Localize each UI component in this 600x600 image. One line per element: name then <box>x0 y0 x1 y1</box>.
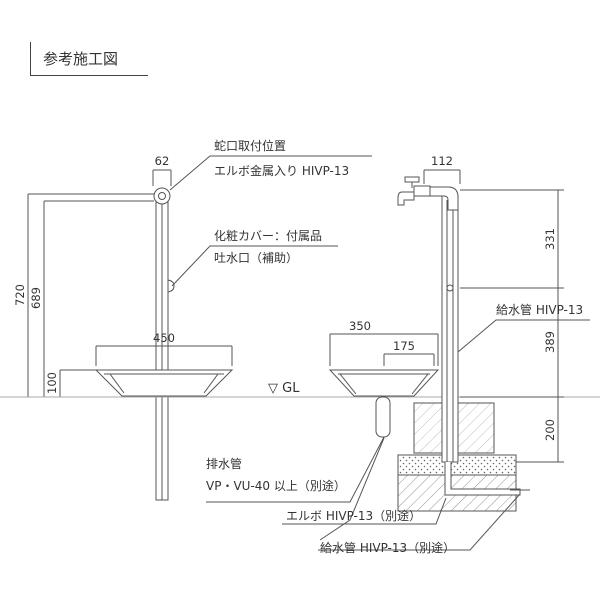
label-faucet-position: 蛇口取付位置 <box>214 138 286 153</box>
dim-175: 175 <box>393 339 415 353</box>
dim-389: 389 <box>543 331 557 353</box>
dim-450: 450 <box>153 331 175 345</box>
right-drain <box>375 396 391 438</box>
dim-112: 112 <box>431 154 453 168</box>
title-frame: 参考施工図 <box>30 42 148 76</box>
label-gl: ▽ GL <box>268 381 300 396</box>
label-supply-pipe-separate: 給水管 HIVP-13（別途） <box>320 540 455 555</box>
label-elbow-separate: エルボ HIVP-13（別途） <box>286 508 421 523</box>
dim-100: 100 <box>45 372 59 394</box>
right-figure <box>206 169 590 551</box>
diagram-title: 参考施工図 <box>43 50 119 68</box>
dim-350: 350 <box>349 319 371 333</box>
dim-200: 200 <box>543 419 557 441</box>
right-basin <box>328 369 440 397</box>
dim-720: 720 <box>13 284 27 306</box>
dim-62: 62 <box>155 154 170 168</box>
label-cover: 化粧カバー：付属品 <box>214 229 322 243</box>
label-drain-pipe: 排水管 <box>206 456 242 471</box>
label-supply-pipe-right: 給水管 HIVP-13 <box>496 302 583 317</box>
dim-331: 331 <box>543 228 557 250</box>
label-elbow-metal: エルボ金属入り HIVP-13 <box>214 163 349 178</box>
label-spout: 吐水口（補助） <box>214 251 298 265</box>
dim-689: 689 <box>29 287 43 309</box>
label-drain-spec: VP・VU-40 以上（別途） <box>206 478 346 493</box>
left-figure <box>20 155 372 501</box>
right-post <box>441 195 459 463</box>
